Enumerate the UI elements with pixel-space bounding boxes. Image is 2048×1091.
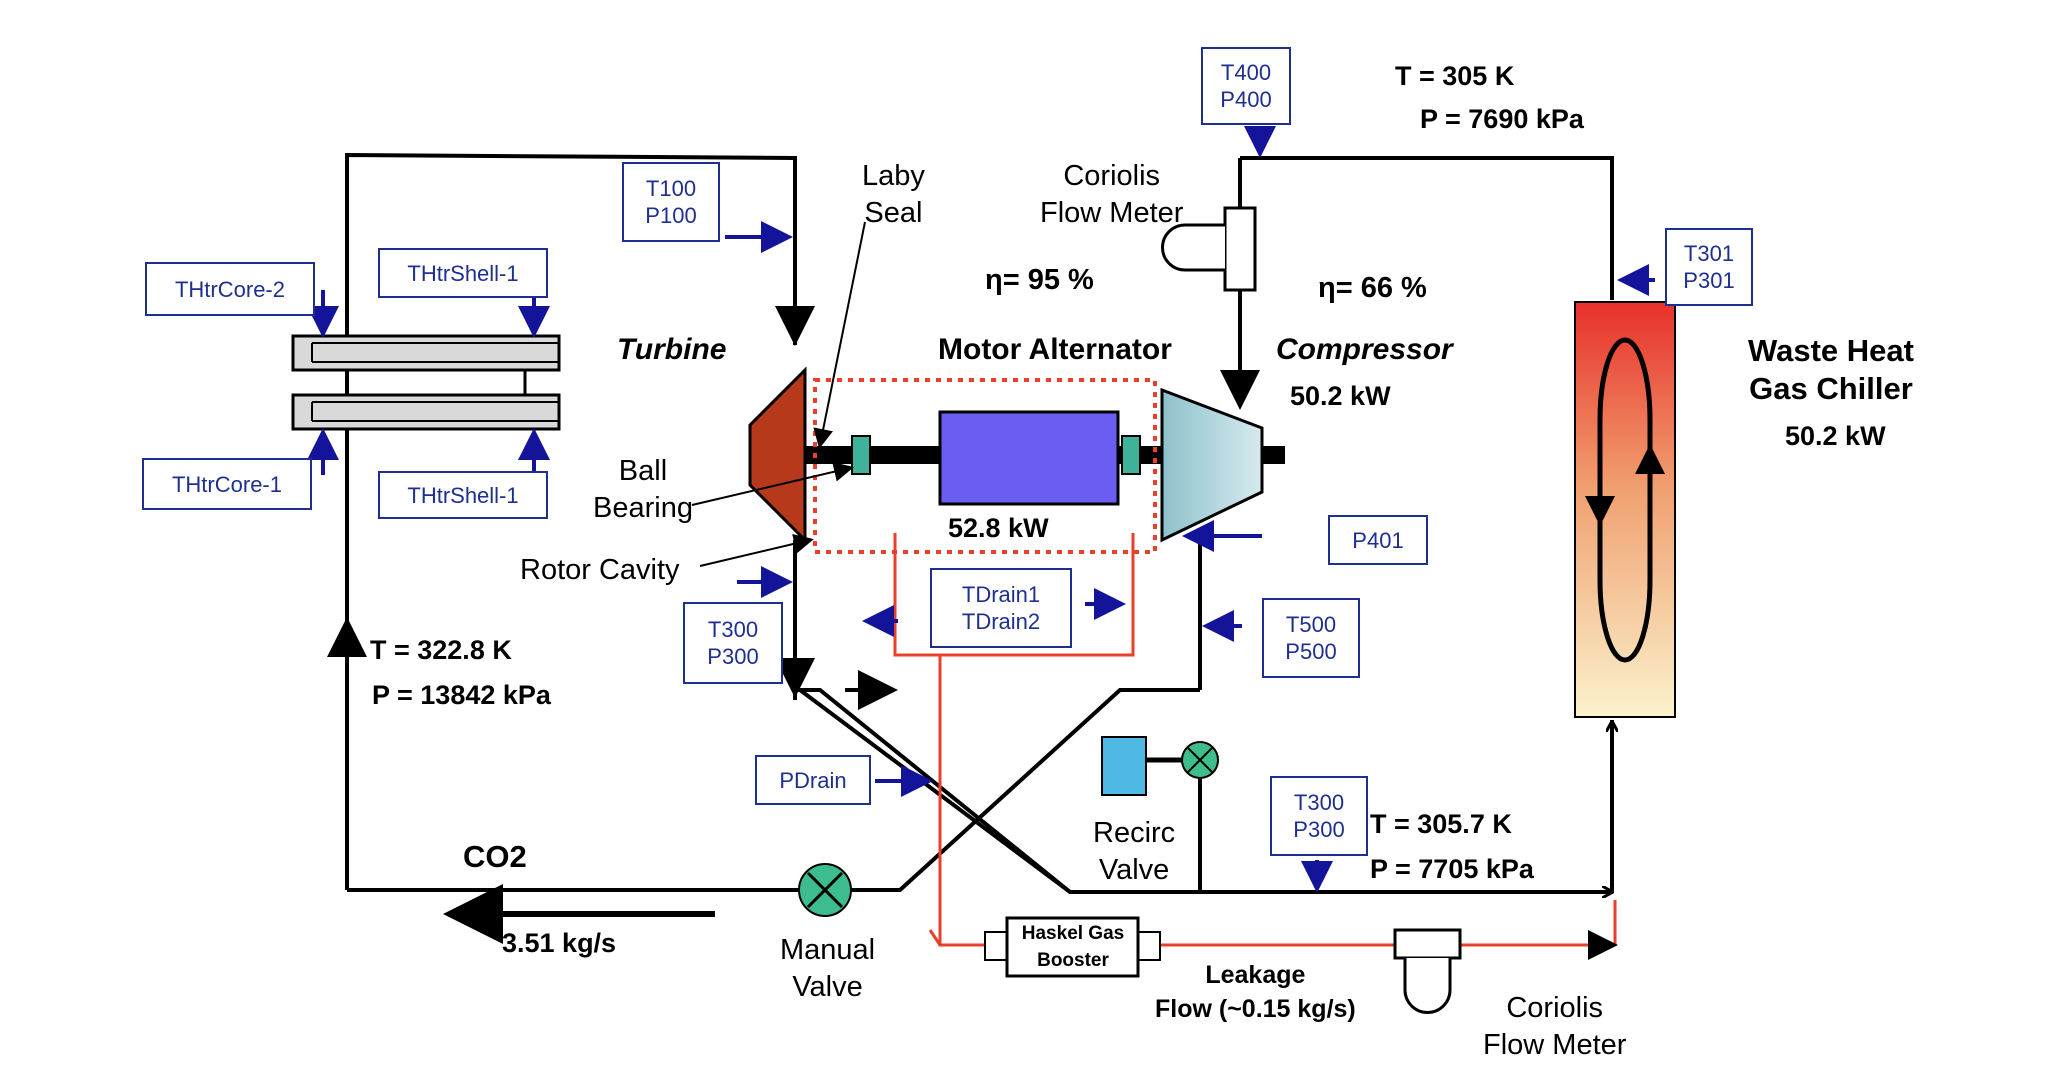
sensor-thtrshell1-bottom: THtrShell-1 [378,471,548,519]
sensor-label: T301 [1683,241,1735,266]
chiller-label: Waste Heat Gas Chiller [1748,332,1914,408]
sensor-t100-p100: T100 P100 [622,162,720,242]
coriolis-bottom-label: Coriolis Flow Meter [1483,990,1626,1064]
sensor-label: THtrShell-1 [407,482,519,508]
label-line: Valve [792,971,863,1003]
sensor-label: T100 [645,176,697,201]
sensor-pdrain: PDrain [755,755,871,805]
chiller-coil [1597,337,1653,663]
left-temperature: T = 322.8 K [370,635,512,665]
sensor-t300-p300-left: T300 P300 [683,602,783,684]
sensor-thtrcore1: THtrCore-1 [142,458,312,510]
recirc-valve [1101,736,1219,796]
label-line: Laby [862,160,925,192]
label-line: Recirc [1093,817,1176,849]
turbine-label: Turbine [617,333,727,366]
laby-seal-label: Laby Seal [862,158,925,232]
leakage-flow-label: Leakage Flow (~0.15 kg/s) [1155,958,1356,1026]
coriolis-meter-bottom [1393,928,1462,1014]
sensor-label: T300 [1293,790,1345,815]
sensor-thtrshell1-top: THtrShell-1 [378,248,548,298]
sensor-label: T300 [707,617,759,642]
sensor-thtrcore2: THtrCore-2 [145,262,315,316]
compressor-shape [1160,387,1264,543]
sensor-label: PDrain [779,767,847,793]
sensor-p401: P401 [1328,515,1428,565]
compressor-efficiency: η= 66 % [1318,272,1427,304]
sensor-tdrain: TDrain1 TDrain2 [930,568,1072,648]
sensor-t400-p400: T400 P400 [1201,47,1291,125]
right-pressure: P = 7705 kPa [1370,854,1534,884]
sensor-arrows [307,126,1655,893]
label-line: Haskel Gas [1021,923,1125,944]
label-line: Flow Meter [1483,1029,1627,1061]
pointer-lines [691,221,866,567]
coupling-left [851,435,871,475]
motor-alternator-rotor [938,410,1120,506]
label-line: Manual [780,934,876,966]
label-line: Leakage [1205,961,1306,989]
turbine-shape [748,366,807,544]
gas-chiller-body [1574,301,1676,718]
label-line: Waste Heat [1748,333,1914,368]
heater-cores [291,334,561,431]
motor-alternator-label: Motor Alternator [938,333,1172,366]
sensor-label: TDrain1 [961,582,1041,607]
sensor-label: P300 [707,644,759,669]
label-line: Booster [1037,950,1109,971]
coriolis-meter-top [1161,206,1257,292]
sensor-label: P300 [1293,817,1345,842]
compressor-power: 50.2 kW [1290,381,1391,411]
alternator-power: 52.8 kW [948,513,1049,543]
right-temperature: T = 305.7 K [1370,809,1512,839]
sensor-label: P500 [1285,639,1337,664]
label-line: Seal [864,197,923,229]
sensor-label: THtrShell-1 [407,260,519,286]
manual-valve [798,863,852,917]
recirc-valve-label: Recirc Valve [1093,815,1175,889]
sensor-label: T500 [1285,612,1337,637]
label-line: Bearing [593,492,693,524]
manual-valve-label: Manual Valve [780,932,875,1006]
rotor-cavity-box [813,378,1157,554]
coupling-right [1121,435,1141,475]
left-pressure: P = 13842 kPa [372,680,551,710]
chiller-power: 50.2 kW [1785,421,1886,451]
coriolis-top-label: Coriolis Flow Meter [1040,158,1183,232]
sensor-label: P401 [1352,527,1404,553]
sensor-label: T400 [1220,60,1272,85]
flow-arrows [327,280,1612,944]
flow-rate-label: 3.51 kg/s [502,928,617,958]
sensor-label: THtrCore-1 [171,471,282,497]
sensor-label: P400 [1220,87,1272,112]
leakage-line [893,533,1618,960]
haskel-booster-label: Haskel Gas Booster [1010,920,1136,974]
top-temperature: T = 305 K [1395,61,1515,91]
sensor-t500-p500: T500 P500 [1262,598,1360,678]
sensor-label: P100 [645,203,697,228]
label-line: Flow Meter [1040,197,1184,229]
compressor-label: Compressor [1276,333,1453,366]
label-line: Flow (~0.15 kg/s) [1155,995,1356,1023]
label-line: Ball [618,455,668,487]
turbine-efficiency: η= 95 % [985,264,1094,296]
sensor-t300-p300-right: T300 P300 [1270,776,1368,856]
top-pressure: P = 7690 kPa [1420,104,1584,134]
sensor-label: THtrCore-2 [174,276,285,302]
haskel-booster [984,916,1161,978]
label-line: Valve [1098,854,1170,886]
sensor-label: TDrain2 [961,609,1041,634]
label-line: Coriolis [1506,992,1604,1024]
co2-label: CO2 [463,839,527,874]
sensor-t301-p301: T301 P301 [1665,228,1753,306]
rotor-cavity-label: Rotor Cavity [520,554,680,586]
sensor-label: P301 [1683,268,1735,293]
ball-bearing-label: Ball Bearing [593,453,693,527]
label-line: Gas Chiller [1749,371,1913,406]
label-line: Coriolis [1063,160,1161,192]
